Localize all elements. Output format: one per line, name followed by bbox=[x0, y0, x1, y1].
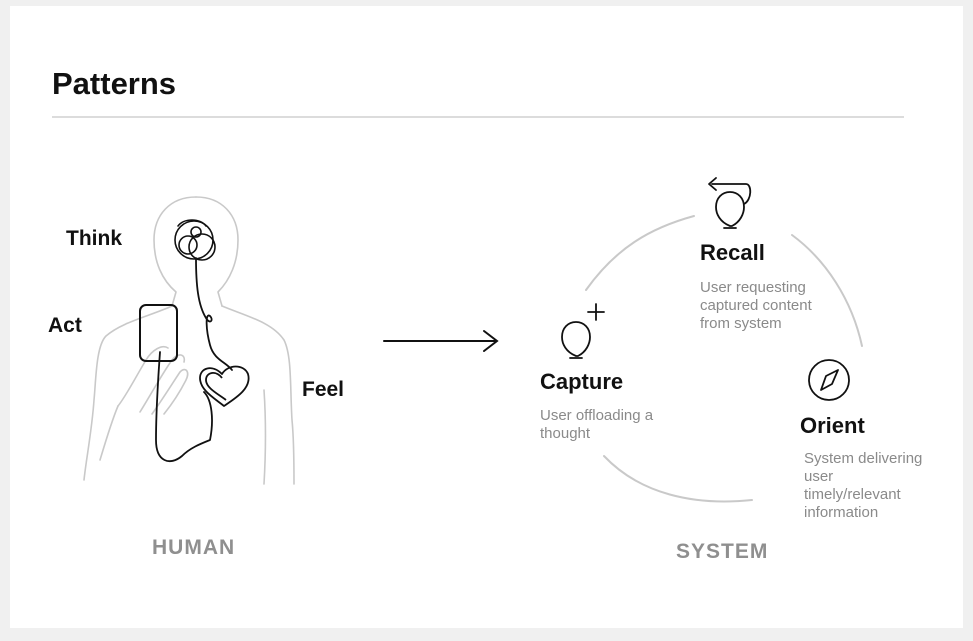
phone-icon bbox=[139, 304, 178, 362]
capture-description: User offloading a thought bbox=[540, 407, 654, 442]
heart-icon bbox=[199, 365, 250, 407]
brain-knot-icon bbox=[174, 219, 216, 261]
patterns-card bbox=[10, 6, 963, 628]
compass-icon bbox=[808, 359, 850, 401]
undo-arrow-icon bbox=[708, 177, 752, 205]
recall-description: User requesting captured content from sy… bbox=[700, 279, 812, 332]
arrow-right-icon bbox=[383, 330, 499, 352]
system-caption: SYSTEM bbox=[676, 540, 769, 563]
title-divider bbox=[52, 116, 904, 118]
connector-line bbox=[155, 257, 233, 463]
page-title: Patterns bbox=[52, 66, 177, 101]
capture-heading: Capture bbox=[540, 369, 624, 394]
act-label: Act bbox=[48, 314, 82, 337]
feel-label: Feel bbox=[302, 378, 345, 401]
cycle-arcs bbox=[585, 215, 863, 503]
human-caption: HUMAN bbox=[152, 536, 236, 559]
think-label: Think bbox=[66, 227, 122, 250]
lightbulb-icon bbox=[561, 321, 591, 359]
orient-description: System delivering user timely/relevant i… bbox=[804, 450, 923, 521]
orient-heading: Orient bbox=[800, 413, 865, 438]
recall-heading: Recall bbox=[700, 240, 765, 265]
lightbulb-icon bbox=[715, 191, 745, 229]
plus-icon bbox=[587, 303, 605, 321]
